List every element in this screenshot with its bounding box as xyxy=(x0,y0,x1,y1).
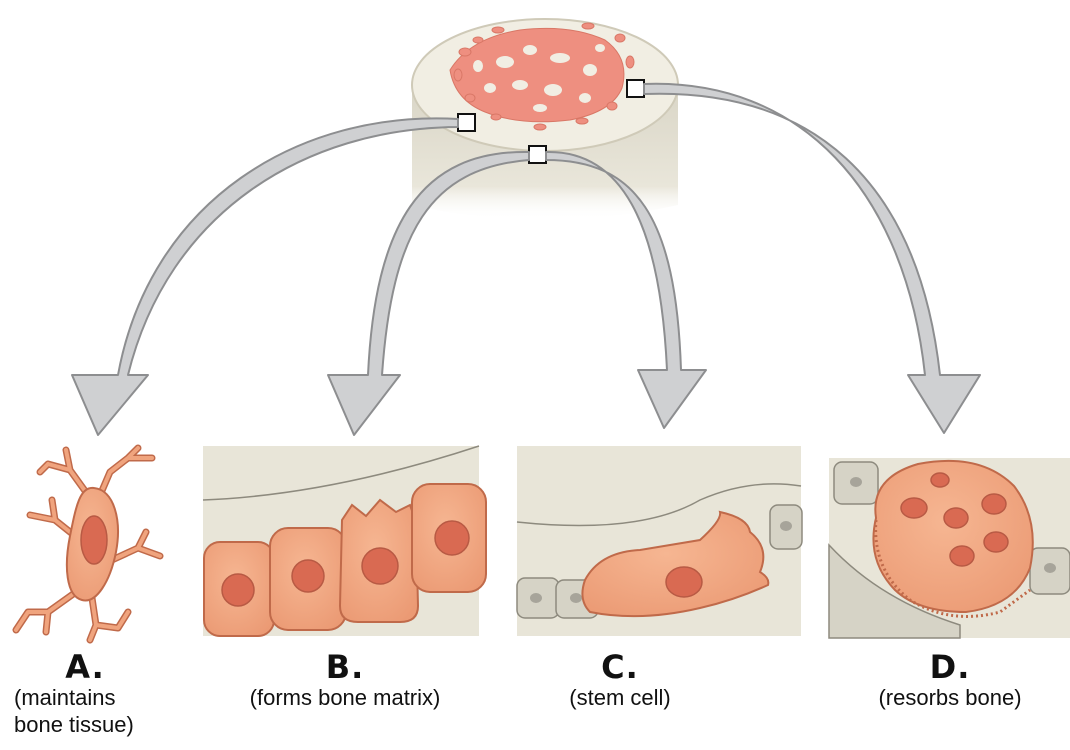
label-d: D. (resorbs bone) xyxy=(840,650,1060,711)
arrow-to-a xyxy=(72,118,458,435)
label-d-letter: D. xyxy=(840,650,1060,684)
sample-box-d xyxy=(627,80,644,97)
nucleus-a xyxy=(81,516,107,564)
label-b: B. (forms bone matrix) xyxy=(200,650,490,711)
osteocyte-cell xyxy=(16,448,160,640)
osteoclast-panel xyxy=(829,458,1070,638)
label-c-letter: C. xyxy=(520,650,720,684)
stem-cell-panel xyxy=(517,446,802,636)
sample-box-a xyxy=(458,114,475,131)
label-a-desc-line2: bone tissue) xyxy=(0,711,170,738)
label-a: A. (maintains bone tissue) xyxy=(0,650,170,738)
label-c: C. (stem cell) xyxy=(520,650,720,711)
label-b-letter: B. xyxy=(200,650,490,684)
osteoblast-panel xyxy=(203,446,486,636)
label-d-desc: (resorbs bone) xyxy=(840,684,1060,711)
label-a-desc-line1: (maintains xyxy=(0,684,170,711)
sample-box-bc xyxy=(529,146,546,163)
label-c-desc: (stem cell) xyxy=(520,684,720,711)
label-a-letter: A. xyxy=(0,650,170,684)
nucleus-c xyxy=(666,567,702,597)
label-b-desc: (forms bone matrix) xyxy=(200,684,490,711)
